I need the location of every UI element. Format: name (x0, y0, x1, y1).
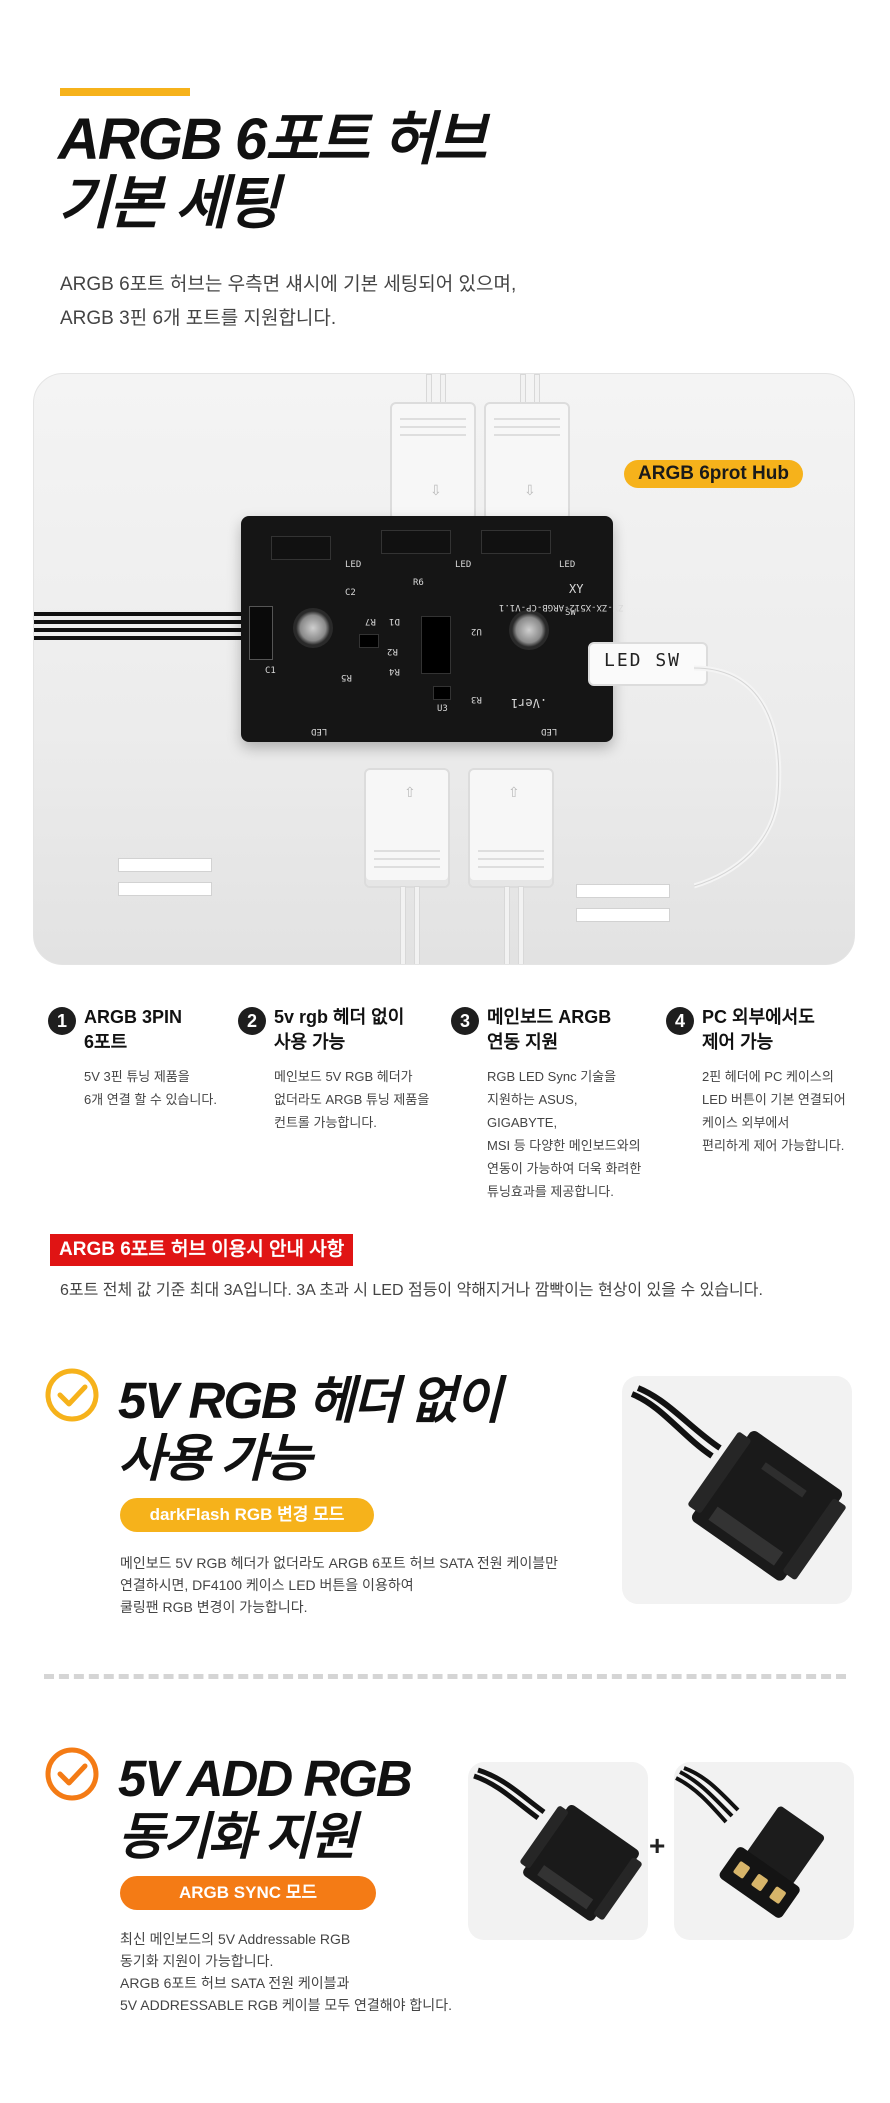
header-pins (481, 530, 551, 554)
section-divider (44, 1674, 846, 1679)
ic-chip (421, 616, 451, 674)
pcb-text: U2 (471, 626, 482, 636)
argb-cable-thumbnail (674, 1762, 854, 1940)
feature-title: 5v rgb 헤더 없이 사용 가능 (274, 1007, 405, 1052)
sata-connector-icon (473, 1767, 642, 1921)
mode-pill: darkFlash RGB 변경 모드 (120, 1498, 374, 1532)
notice-tag: ARGB 6포트 허브 이용시 안내 사항 (50, 1234, 354, 1266)
pcb-text: R3 (471, 694, 482, 704)
feature-number-badge: 2 (238, 1007, 266, 1035)
hub-pcb: ZY-ZX-X512-ARGB-CP-V1.1 LED LED LED LED … (241, 516, 624, 742)
page-title: ARGB 6포트 허브 기본 세팅 (58, 107, 487, 236)
cable (400, 886, 406, 964)
feature-title: PC 외부에서도 제어 가능 (702, 1007, 815, 1052)
notice-text: 6포트 전체 값 기준 최대 3A입니다. 3A 초과 시 LED 점등이 약해… (60, 1282, 763, 1299)
page-title-line1: ARGB 6포트 허브 (58, 107, 487, 172)
sata-cable-thumbnail (468, 1762, 648, 1940)
chassis-slot (576, 908, 670, 922)
led-switch-label: LED SW (604, 650, 682, 671)
accent-stripe (227, 88, 239, 96)
black-cable (34, 636, 244, 640)
feature-number-badge: 3 (451, 1007, 479, 1035)
chassis-slot (118, 882, 212, 896)
pcb-text: .Ver1 (511, 696, 548, 710)
chassis-slot (118, 858, 212, 872)
pcb-text: R2 (387, 646, 398, 656)
page-description-line2: ARGB 3핀 6개 포트를 지원합니다. (60, 308, 337, 329)
led-switch-cable (694, 665, 782, 889)
feature-number-badge: 1 (48, 1007, 76, 1035)
mode-pill: ARGB SYNC 모드 (120, 1876, 376, 1910)
pcb-text: C1 (265, 666, 276, 676)
section-title: 5V ADD RGB 동기화 지원 (118, 1750, 413, 1866)
pcb-text: LED (311, 726, 328, 736)
feature-description: 2핀 헤더에 PC 케이스의 LED 버튼이 기본 연결되어 케이스 외부에서 … (702, 1069, 846, 1153)
header-pins (271, 536, 331, 560)
ic-chip (433, 686, 451, 700)
argb-plug-top-left: ⇩ (390, 402, 476, 526)
black-cable (34, 628, 244, 632)
accent-bar (60, 88, 239, 96)
page-title-line2: 기본 세팅 (58, 171, 280, 236)
section-description: 최신 메인보드의 5V Addressable RGB 동기화 지원이 가능합니… (120, 1931, 452, 2013)
cable (426, 374, 432, 404)
feature-description: 메인보드 5V RGB 헤더가 없더라도 ARGB 튜닝 제품을 컨트롤 가능합… (274, 1069, 430, 1130)
section-title-line2: 동기화 지원 (118, 1808, 357, 1865)
pcb-text: U3 (437, 704, 448, 714)
cable (440, 374, 446, 404)
feature-title: ARGB 3PIN 6포트 (84, 1007, 183, 1052)
pcb-text: LED (455, 560, 472, 570)
led-switch-plug (588, 642, 708, 686)
pcb-text: XY (569, 582, 584, 596)
hub-photo: ⇩ ⇩ ZY-ZX-X512-ARGB-CP-V1.1 LED LED LED … (33, 373, 855, 965)
argb-3pin-connector-icon (675, 1766, 825, 1918)
feature-description: RGB LED Sync 기술을 지원하는 ASUS, GIGABYTE, MS… (487, 1069, 642, 1199)
sata-cable-thumbnail (622, 1376, 852, 1604)
pcb-text: R7 (365, 616, 376, 626)
pcb-text: D1 (389, 616, 400, 626)
cable (504, 886, 510, 964)
sata-connector-icon (630, 1385, 846, 1581)
cable (518, 886, 524, 964)
section-title-line1: 5V RGB 헤더 없이 (118, 1372, 502, 1429)
argb-plug-top-right: ⇩ (484, 402, 570, 526)
page-description-line1: ARGB 6포트 허브는 우측면 섀시에 기본 세팅되어 있으며, (60, 274, 517, 295)
pcb-text: R5 (341, 672, 352, 682)
pcb-text: C2 (345, 588, 356, 598)
black-cable (34, 620, 244, 624)
section-title-line2: 사용 가능 (118, 1430, 312, 1487)
cable (520, 374, 526, 404)
feature-description: 5V 3핀 튜닝 제품을 6개 연결 할 수 있습니다. (84, 1069, 217, 1107)
screw (509, 610, 549, 650)
pcb-text: LED (541, 726, 558, 736)
pcb-text: LED (559, 560, 576, 570)
pcb-text: ZY-ZX-X512-ARGB-CP-V1.1 (499, 602, 624, 612)
feature-title: 메인보드 ARGB 연동 지원 (487, 1007, 612, 1052)
check-circle-icon (45, 1368, 99, 1422)
pcb-text: SW (565, 608, 576, 618)
black-cable (34, 612, 244, 616)
screw (293, 608, 333, 648)
pcb-text: R6 (413, 578, 424, 588)
section-title-line1: 5V ADD RGB (118, 1750, 413, 1807)
page-description: ARGB 6포트 허브는 우측면 섀시에 기본 세팅되어 있으며, ARGB 3… (60, 268, 516, 336)
argb-plug-bottom-left: ⇧ (364, 768, 450, 888)
cable (414, 886, 420, 964)
ic-chip (359, 634, 379, 648)
header-pins (381, 530, 451, 554)
header-pins (249, 606, 273, 660)
feature-number-badge: 4 (666, 1007, 694, 1035)
cable (534, 374, 540, 404)
plus-sign: + (649, 1830, 666, 1861)
check-circle-icon (45, 1747, 99, 1801)
feature-grid: 1 ARGB 3PIN 6포트 5V 3핀 튜닝 제품을 6개 연결 할 수 있… (48, 1005, 868, 1199)
pcb-text: LED (345, 560, 362, 570)
section-title: 5V RGB 헤더 없이 사용 가능 (118, 1372, 502, 1488)
hub-badge: ARGB 6prot Hub (624, 460, 803, 488)
argb-plug-bottom-right: ⇧ (468, 768, 554, 888)
pcb-text: R4 (389, 666, 400, 676)
section-description: 메인보드 5V RGB 헤더가 없더라도 ARGB 6포트 허브 SATA 전원… (120, 1555, 559, 1615)
chassis-slot (576, 884, 670, 898)
